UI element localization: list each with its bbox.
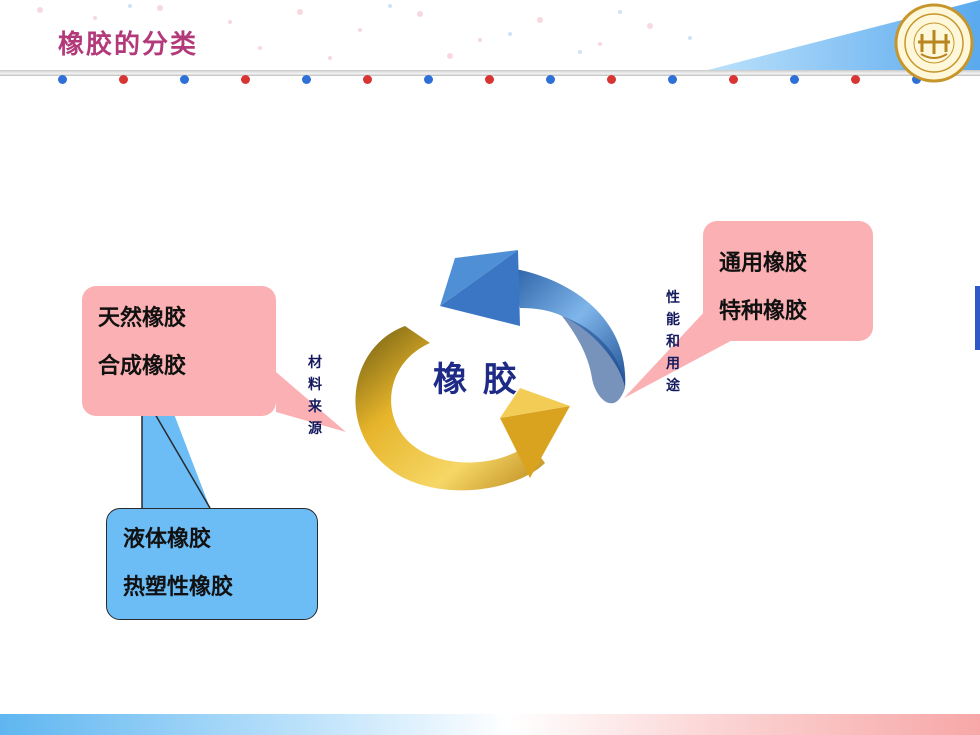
header-rule: [0, 70, 980, 76]
header-dot: [546, 75, 555, 84]
header-dot: [180, 75, 189, 84]
callout-line: 天然橡胶: [98, 305, 187, 331]
callout-line: 合成橡胶: [98, 353, 187, 379]
header-confetti-blue: [128, 4, 692, 54]
callout-line: 特种橡胶: [719, 298, 808, 324]
header-dot: [363, 75, 372, 84]
blue-arrow: [440, 250, 626, 404]
footer-band: [0, 714, 980, 735]
slide-title: 橡胶的分类: [58, 30, 199, 60]
callout-line: 热塑性橡胶: [123, 574, 234, 600]
header-dot: [607, 75, 616, 84]
header-dot: [485, 75, 494, 84]
callout-liquid-thermoplastic: 液体橡胶 热塑性橡胶: [106, 508, 318, 620]
cycle-arrows-icon: [355, 250, 626, 491]
callout-line: 通用橡胶: [719, 250, 808, 276]
header-dot: [241, 75, 250, 84]
callout-general-special: 通用橡胶 特种橡胶: [703, 221, 873, 341]
header-dot: [729, 75, 738, 84]
header-dot: [668, 75, 677, 84]
callout-natural-synthetic: 天然橡胶 合成橡胶: [82, 286, 276, 416]
header-dot: [302, 75, 311, 84]
center-label: 橡 胶: [433, 360, 519, 400]
caption-performance-use: 性能和用途: [666, 290, 680, 394]
pointer-liquid: [142, 414, 210, 508]
gold-arrow: [355, 326, 570, 491]
header-dot: [851, 75, 860, 84]
university-seal-icon: [894, 3, 974, 83]
header-dot: [912, 75, 921, 84]
header-dot: [58, 75, 67, 84]
header-dot: [790, 75, 799, 84]
header-dot: [424, 75, 433, 84]
header-confetti: [37, 5, 653, 60]
header-dot: [119, 75, 128, 84]
right-edge-marker: [975, 286, 980, 350]
callout-line: 液体橡胶: [123, 526, 212, 552]
pointer-natural: [276, 372, 346, 432]
caption-material-source: 材料来源: [308, 355, 322, 437]
